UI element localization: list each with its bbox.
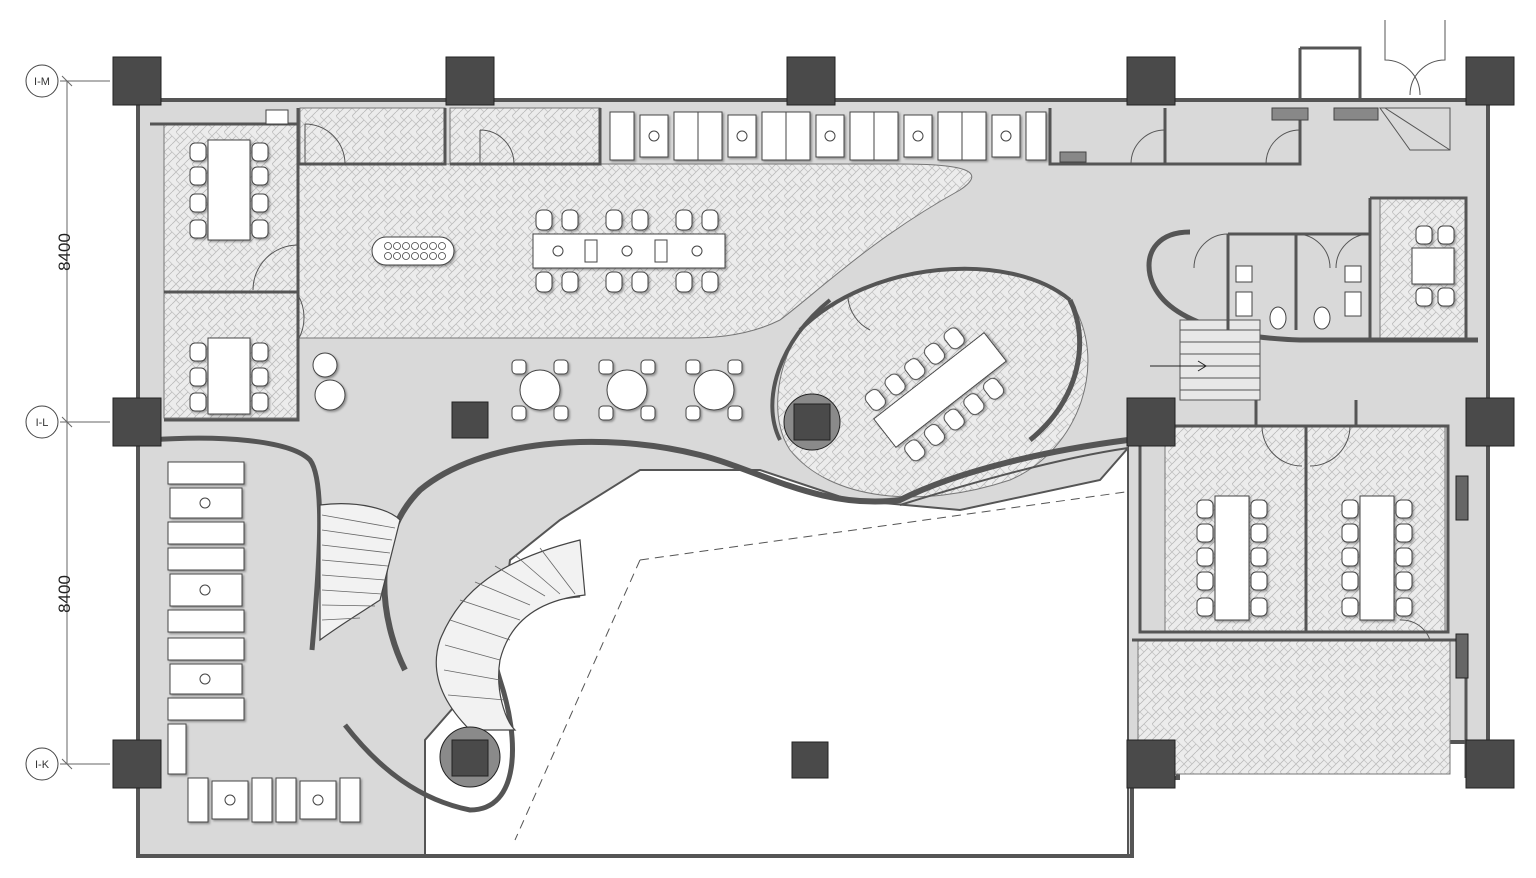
grid-label-i-k: I-K — [35, 759, 50, 771]
axis-bubbles — [25, 64, 59, 781]
columns — [112, 56, 1515, 789]
booth-row-bottom — [187, 777, 361, 823]
axis-lines — [60, 75, 110, 770]
door-swings — [252, 20, 1451, 641]
wall-displays — [1455, 475, 1469, 679]
restroom-fixtures — [265, 107, 1379, 330]
long-dining-table — [532, 209, 726, 293]
dimension-upper: 8400 — [55, 233, 74, 271]
staircase-spiral — [319, 503, 586, 731]
booth-column-left — [167, 461, 245, 775]
partition-walls — [150, 46, 1468, 778]
booth-table-dots-top — [648, 130, 1012, 142]
staircase-straight — [1150, 319, 1261, 401]
grid-label-i-l: I-L — [36, 417, 49, 429]
booth-left-dots — [199, 497, 211, 685]
dimension-lower: 8400 — [55, 575, 74, 613]
booth-row-top — [609, 111, 1047, 161]
grid-label-i-m: I-M — [34, 76, 50, 88]
private-room-tables-left — [189, 139, 269, 415]
round-stools — [312, 352, 346, 411]
long-table-details — [552, 239, 703, 263]
display-counter — [371, 236, 455, 266]
oval-room-table — [864, 327, 1007, 462]
private-room-tables-right — [1196, 225, 1455, 621]
booth-bottom-dots — [224, 794, 324, 806]
round-tables — [511, 359, 743, 421]
